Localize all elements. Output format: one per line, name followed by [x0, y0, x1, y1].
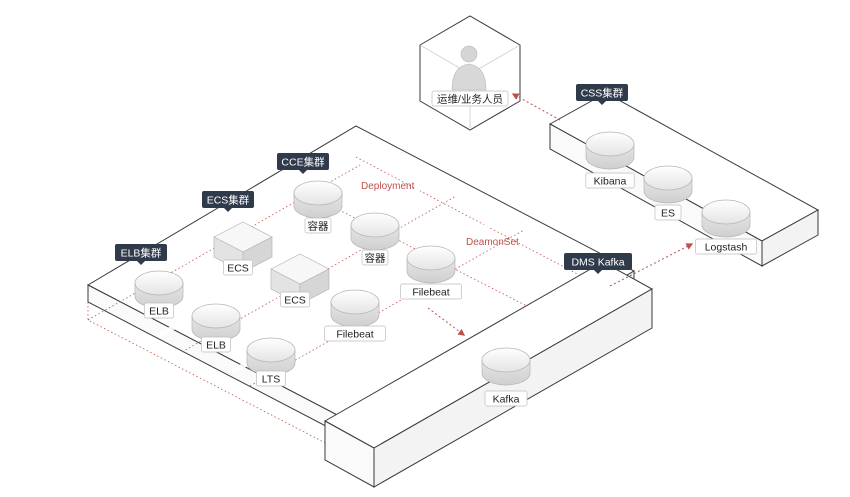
- cce-cluster-tag-label: CCE集群: [281, 156, 325, 169]
- daemonset-label: DeamonSet: [466, 237, 519, 248]
- lts-node: [246, 337, 296, 376]
- logstash-label: Logstash: [705, 242, 748, 254]
- filebeat-to-kafka-arrow: [427, 307, 466, 336]
- container1-label: 容器: [308, 220, 329, 233]
- elb2-label-box: [201, 336, 231, 353]
- css-cluster-tag: CSS集群: [576, 84, 628, 105]
- elb1-label: ELB: [149, 306, 169, 318]
- dms-kafka-tag-label: DMS Kafka: [571, 257, 624, 269]
- container2-label: 容器: [365, 252, 386, 265]
- kafka-label: Kafka: [493, 394, 520, 406]
- operator-label-box: [431, 90, 509, 107]
- es-label: ES: [661, 208, 675, 220]
- elb1-node: [134, 270, 184, 309]
- filebeat1-node: [406, 245, 456, 284]
- filebeat2-label: Filebeat: [336, 329, 373, 341]
- ecs-cluster-tag: ECS集群: [202, 191, 254, 212]
- css-to-operator-arrow: [511, 93, 561, 121]
- filebeat1-label-box: [400, 283, 462, 300]
- es-label-box: [654, 204, 682, 221]
- ecs2-label-box: [280, 291, 310, 308]
- kafka-node: [481, 347, 531, 386]
- lts-label-box: [256, 370, 286, 387]
- ecs-cluster-tag-label: ECS集群: [207, 194, 250, 207]
- elb2-node: [191, 303, 241, 342]
- container2-node: [350, 212, 400, 251]
- container2-label-box: [361, 249, 389, 266]
- dms-kafka-tag: DMS Kafka: [564, 253, 632, 274]
- ecs2-label: ECS: [284, 295, 306, 307]
- cce-cluster-tag: CCE集群: [277, 153, 329, 174]
- labels-layer: ELBELBLTS容器容器FilebeatFilebeatKafkaKibana…: [144, 90, 757, 407]
- kafka-label-box: [484, 390, 528, 407]
- deployment-label: Deployment: [361, 181, 415, 192]
- logstash-label-box: [695, 238, 757, 255]
- container1-node: [293, 180, 343, 219]
- nodes-layer: [134, 131, 751, 386]
- container1-label-box: [304, 217, 332, 234]
- elb-cluster-tag: ELB集群: [115, 244, 167, 265]
- kibana-label: Kibana: [594, 176, 627, 188]
- filebeat2-node: [330, 289, 380, 328]
- kibana-label-box: [585, 172, 635, 189]
- filebeat1-label: Filebeat: [412, 287, 449, 299]
- tags-layer: ELB集群 ECS集群 CCE集群 DMS Kafka CSS集群: [115, 84, 632, 274]
- lts-label: LTS: [262, 374, 280, 386]
- ecs1-label: ECS: [227, 263, 249, 275]
- flow-arrows: [427, 93, 694, 336]
- es-node: [643, 165, 693, 204]
- logstash-node: [701, 199, 751, 238]
- kibana-node: [585, 131, 635, 170]
- operator-label: 运维/业务人员: [437, 93, 503, 106]
- css-cluster-tag-label: CSS集群: [581, 87, 624, 100]
- filebeat2-label-box: [324, 325, 386, 342]
- elb2-label: ELB: [206, 340, 226, 352]
- ecs1-label-box: [223, 259, 253, 276]
- person-icon: [451, 45, 487, 91]
- elb-cluster-tag-label: ELB集群: [121, 247, 162, 260]
- elb1-label-box: [144, 302, 174, 319]
- kafka-to-logstash-arrow: [609, 243, 694, 287]
